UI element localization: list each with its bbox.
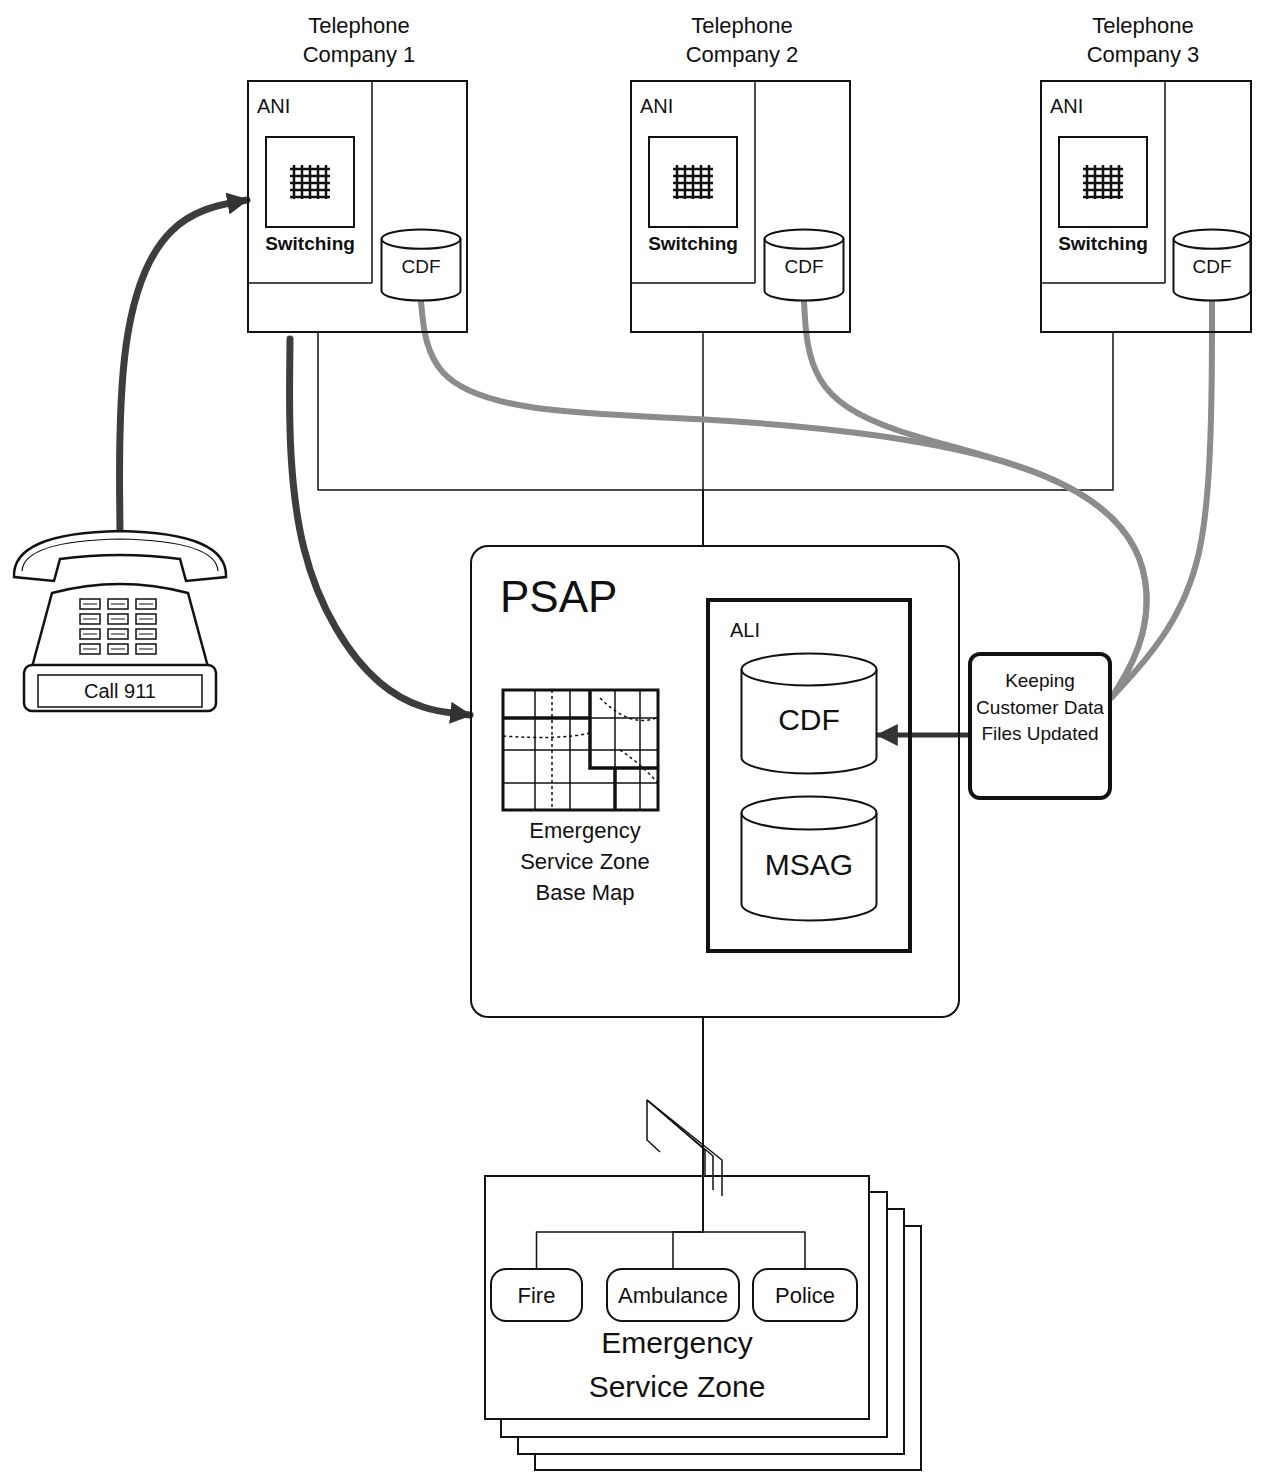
zone-fold-lines bbox=[647, 1100, 722, 1196]
node-label: Switching bbox=[635, 233, 751, 256]
text-slot: Telephone Company 1 bbox=[284, 12, 434, 69]
police-service: Police bbox=[752, 1268, 858, 1322]
node-label: ALI bbox=[730, 618, 790, 642]
text-slot: CDF bbox=[380, 256, 462, 279]
node-label: PSAP bbox=[500, 573, 700, 621]
node-label: Call 911 bbox=[40, 679, 200, 703]
customer-data-file: CDF bbox=[1172, 228, 1252, 302]
customer-data-file: CDF bbox=[763, 228, 845, 302]
update-process-box: Keeping Customer Data Files Updated bbox=[968, 652, 1112, 800]
switching-element: Switching bbox=[1045, 135, 1161, 263]
data-feed-line bbox=[1112, 302, 1212, 697]
data-feed-line bbox=[421, 302, 1147, 697]
node-label: CDF bbox=[380, 256, 462, 279]
text-slot: Switching bbox=[252, 233, 368, 256]
text-slot: MSAG bbox=[740, 847, 878, 883]
node-label: Police bbox=[754, 1283, 856, 1309]
company-heading: Telephone Company 3 bbox=[1068, 12, 1218, 69]
text-slot: CDF bbox=[763, 256, 845, 279]
node-label: Keeping Customer Data Files Updated bbox=[976, 668, 1104, 748]
text-slot: ANI bbox=[257, 94, 317, 118]
text-slot: ANI bbox=[640, 94, 700, 118]
text-slot: CDF bbox=[1172, 256, 1252, 279]
company-heading: Telephone Company 1 bbox=[284, 12, 434, 69]
node-label: CDF bbox=[763, 256, 845, 279]
text-slot: Telephone Company 2 bbox=[667, 12, 817, 69]
node-label: CDF bbox=[1172, 256, 1252, 279]
node-label: MSAG bbox=[740, 847, 878, 883]
text-slot: PSAP bbox=[500, 573, 700, 621]
node-label: ANI bbox=[1050, 94, 1110, 118]
text-slot: Emergency Service Zone bbox=[557, 1321, 797, 1408]
ali-database-box: ALI CDF MSAG bbox=[706, 598, 912, 953]
text-slot: Keeping Customer Data Files Updated bbox=[976, 668, 1104, 748]
node-label: ANI bbox=[640, 94, 700, 118]
text-slot: Switching bbox=[1045, 233, 1161, 256]
node-label: Switching bbox=[1045, 233, 1161, 256]
text-slot: Police bbox=[754, 1283, 856, 1309]
base-map: Emergency Service Zone Base Map bbox=[490, 688, 680, 914]
telephone-company-box: Telephone Company 2ANISwitchingCDF bbox=[630, 80, 851, 333]
telephone-set: Call 911 bbox=[10, 515, 230, 715]
psap-center: PSAP Emergency Service Zone Base Map ALI CD… bbox=[470, 545, 960, 1018]
dispatch-line bbox=[703, 1018, 805, 1268]
node-label: Switching bbox=[252, 233, 368, 256]
service-zone-box: Emergency Service Zone Fire Ambulance Polic… bbox=[484, 1175, 870, 1420]
node-label: Emergency Service Zone Base Map bbox=[500, 816, 670, 908]
text-slot: CDF bbox=[740, 702, 878, 738]
switching-element: Switching bbox=[252, 135, 368, 263]
data-feed-line bbox=[804, 302, 1147, 697]
node-label: Emergency Service Zone bbox=[557, 1321, 797, 1408]
telephone-company-box: Telephone Company 3ANISwitchingCDF bbox=[1040, 80, 1252, 333]
text-slot: Fire bbox=[492, 1283, 581, 1309]
customer-data-file: CDF bbox=[380, 228, 462, 302]
telephone-company-box: Telephone Company 1ANISwitchingCDF bbox=[247, 80, 468, 333]
update-arrow bbox=[878, 733, 968, 738]
dispatch-line bbox=[537, 1018, 704, 1268]
text-slot: Switching bbox=[635, 233, 751, 256]
node-label: Fire bbox=[492, 1283, 581, 1309]
call-arrow bbox=[119, 200, 247, 533]
text-slot: Ambulance bbox=[608, 1283, 738, 1309]
text-slot: Emergency Service Zone Base Map bbox=[500, 816, 670, 908]
node-label: CDF bbox=[740, 702, 878, 738]
node-label: Ambulance bbox=[608, 1283, 738, 1309]
database-cylinder: CDF bbox=[740, 652, 878, 775]
dispatch-line bbox=[673, 1018, 703, 1268]
ambulance-service: Ambulance bbox=[606, 1268, 740, 1322]
text-slot: ANI bbox=[1050, 94, 1110, 118]
text-slot: ALI bbox=[730, 618, 790, 642]
trunk-line bbox=[318, 333, 703, 545]
database-cylinder: MSAG bbox=[740, 795, 878, 922]
routing-arrow bbox=[290, 339, 470, 715]
switching-element: Switching bbox=[635, 135, 751, 263]
text-slot: Call 911 bbox=[40, 679, 200, 703]
node-label: ANI bbox=[257, 94, 317, 118]
fire-service: Fire bbox=[490, 1268, 583, 1322]
zone-sheet bbox=[484, 1175, 870, 1420]
company-heading: Telephone Company 2 bbox=[667, 12, 817, 69]
text-slot: Telephone Company 3 bbox=[1068, 12, 1218, 69]
